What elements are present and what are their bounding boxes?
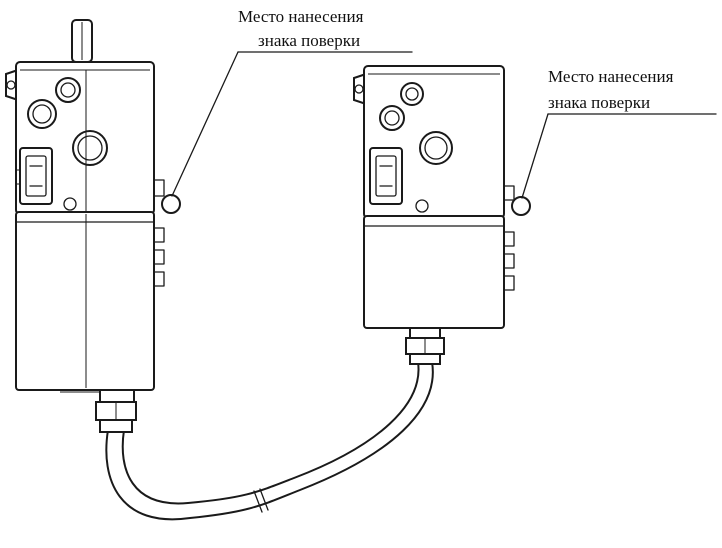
callout-right-line2: знака поверки bbox=[548, 93, 650, 112]
plug-socket-right bbox=[369, 147, 403, 205]
callout-left-line2: знака поверки bbox=[258, 31, 360, 50]
connector-large-top bbox=[55, 77, 81, 103]
left-upper-housing bbox=[15, 61, 155, 215]
connecting-cable bbox=[105, 361, 434, 521]
screw-right bbox=[415, 199, 429, 213]
callout-right-line1: Место нанесения bbox=[548, 67, 674, 86]
callout-left-line1: Место нанесения bbox=[238, 7, 364, 26]
cable-gland-left bbox=[95, 389, 137, 433]
antenna bbox=[71, 19, 93, 63]
screw bbox=[63, 197, 77, 211]
callout-left: Место нанесения знака поверки bbox=[171, 7, 413, 197]
connector-top-right bbox=[400, 82, 424, 106]
verification-seal-right bbox=[511, 196, 531, 216]
right-lower-housing bbox=[363, 215, 505, 329]
side-tabs bbox=[153, 179, 165, 287]
connector-center-right bbox=[419, 131, 453, 165]
side-tabs-right bbox=[503, 185, 515, 291]
verification-seal-left bbox=[161, 194, 181, 214]
connector-center bbox=[72, 130, 108, 166]
connector-left-right bbox=[379, 105, 405, 131]
plug-socket bbox=[15, 147, 53, 205]
left-device bbox=[5, 19, 181, 433]
right-device bbox=[353, 65, 531, 365]
callout-right-leader bbox=[521, 113, 549, 199]
callout-right: Место нанесения знака поверки bbox=[521, 67, 717, 199]
connector-left bbox=[27, 99, 57, 129]
right-upper-housing bbox=[363, 65, 505, 219]
cable-gland-right bbox=[405, 327, 445, 365]
callout-left-leader bbox=[171, 51, 239, 197]
left-lower-housing bbox=[15, 211, 155, 391]
